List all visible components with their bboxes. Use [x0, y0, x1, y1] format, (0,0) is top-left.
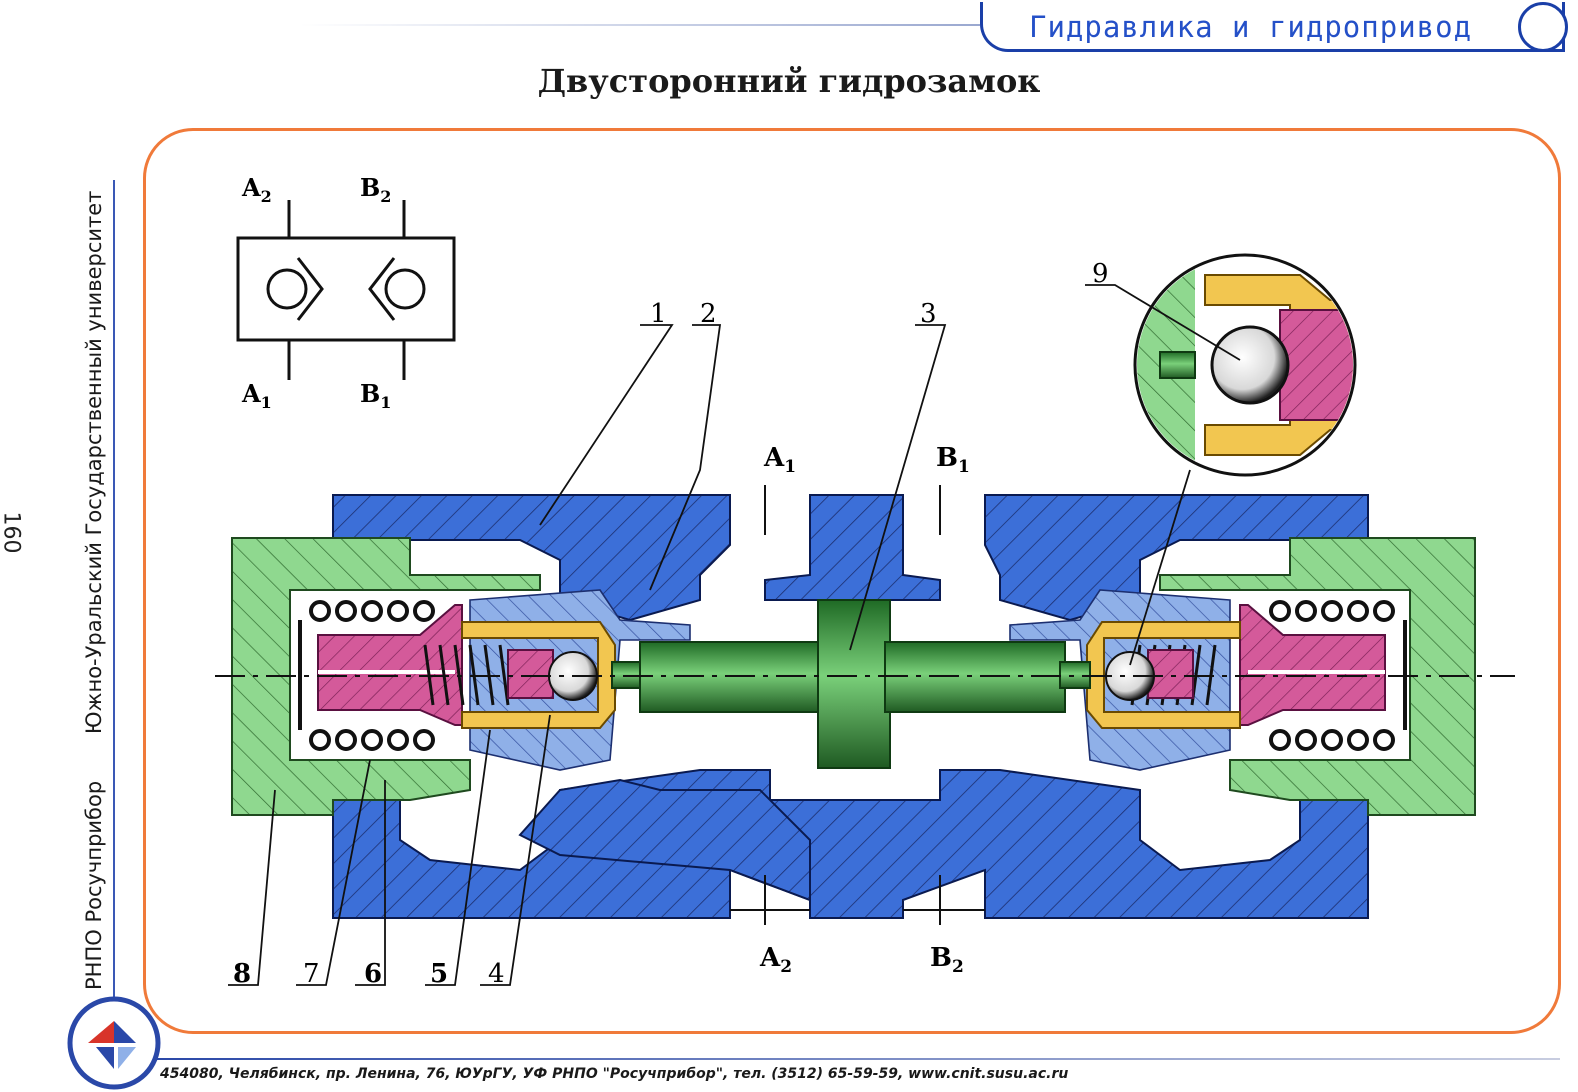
right-spring — [1269, 600, 1407, 751]
left-pusher — [507, 649, 554, 699]
section-tab-cap — [1518, 2, 1568, 52]
port-marks — [730, 485, 985, 925]
callout-7: 7 — [303, 959, 320, 989]
port-label-b2: B2 — [930, 943, 964, 977]
section-tab: Гидравлика и гидропривод — [980, 2, 1565, 52]
page-title: Двусторонний гидрозамок — [537, 62, 1041, 100]
leader-lines — [228, 284, 1241, 986]
port-label-a1: A1 — [763, 443, 796, 477]
detail-zoom — [1133, 253, 1357, 477]
callout-9: 9 — [1092, 259, 1109, 289]
symbol-label-a2: A2 — [241, 173, 272, 206]
rnpo-logo — [67, 996, 161, 1090]
right-poppet — [1239, 604, 1386, 726]
left-poppet — [317, 604, 463, 726]
header-rule — [300, 24, 980, 26]
callout-2: 2 — [700, 299, 717, 329]
symbol-label-b1: B1 — [360, 379, 391, 412]
left-spring — [298, 600, 435, 751]
symbol-label-b2: B2 — [360, 173, 391, 206]
left-seat — [461, 621, 616, 729]
valve-body — [332, 494, 1369, 919]
hydraulic-symbol — [236, 200, 456, 380]
callout-4: 4 — [488, 959, 505, 989]
right-seat — [1086, 621, 1241, 729]
sidebar-rule — [113, 180, 115, 1010]
port-label-b1: B1 — [936, 443, 970, 477]
diagram-frame — [143, 128, 1561, 1034]
right-pusher — [1147, 649, 1194, 699]
callout-3: 3 — [920, 299, 937, 329]
callout-6: 6 — [364, 959, 382, 989]
callout-8: 8 — [233, 959, 251, 989]
footer-address: 454080, Челябинск, пр. Ленина, 76, ЮУрГУ… — [160, 1066, 1069, 1082]
callout-5: 5 — [430, 959, 448, 989]
section-title: Гидравлика и гидропривод — [1029, 10, 1473, 44]
footer-rule — [150, 1058, 1560, 1060]
symbol-label-a1: A1 — [241, 379, 272, 412]
callout-1: 1 — [650, 299, 667, 329]
port-label-a2: A2 — [759, 943, 792, 977]
